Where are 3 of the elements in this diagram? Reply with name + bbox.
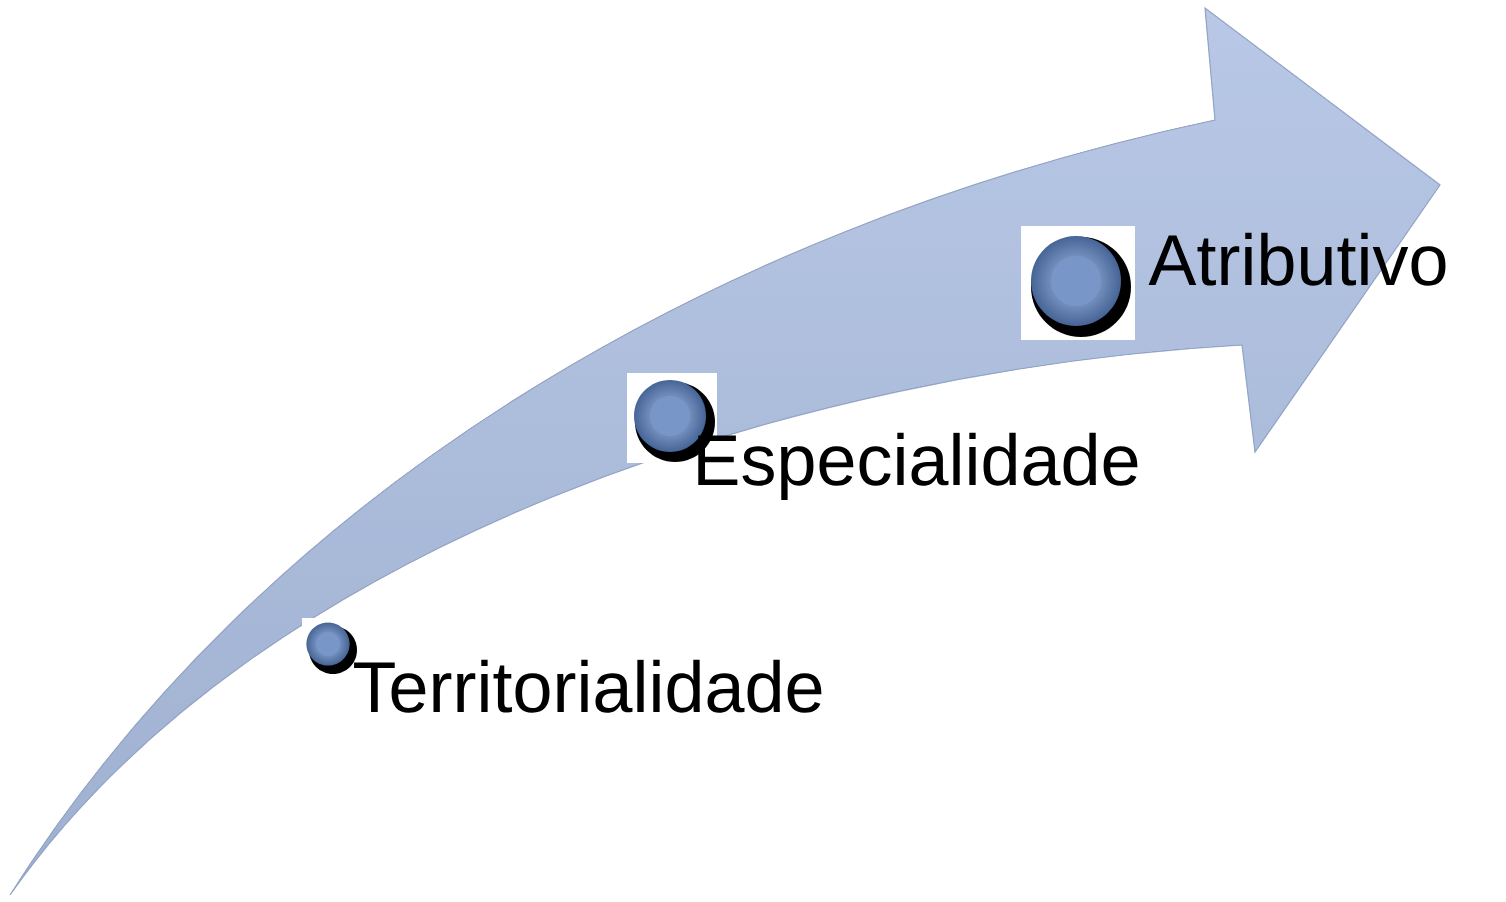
step-label: Territorialidade [354,659,822,713]
step-label: Especialidade [698,432,1138,500]
step-label: Atributivo [1148,232,1446,286]
